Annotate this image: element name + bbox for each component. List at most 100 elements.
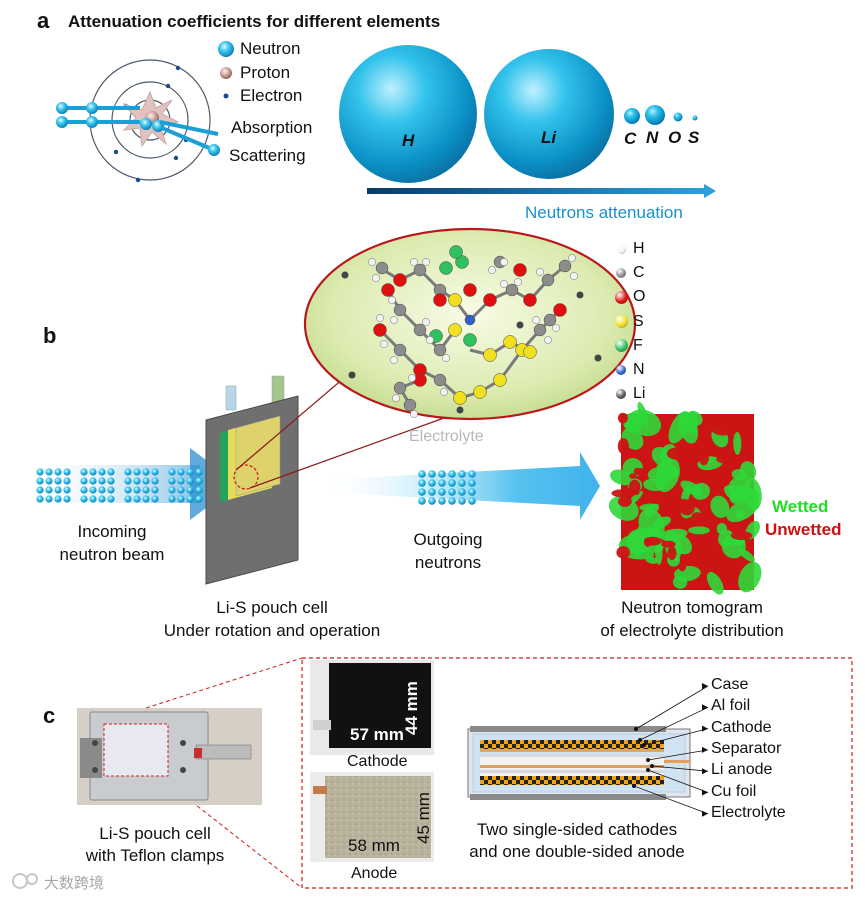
neutron-dot (36, 495, 44, 503)
neutron-dot (418, 488, 426, 496)
neutron-dot (186, 468, 194, 476)
neutron-dot (124, 486, 132, 494)
electrolyte-label: Electrolyte (409, 428, 484, 445)
neutron-dot (98, 486, 106, 494)
neutron-dot (107, 468, 115, 476)
neutron-dot (448, 479, 456, 487)
neutron-dot (107, 495, 115, 503)
n-sphere (645, 105, 665, 125)
layer-leader-lines (632, 683, 709, 817)
neutron-dot (448, 497, 456, 505)
attenuation-label: Neutrons attenuation (525, 203, 683, 222)
neutron-legend-icon (218, 41, 234, 57)
atom-diagram (56, 59, 220, 183)
panel-b-letter: b (43, 323, 57, 348)
neutron-dot (45, 477, 53, 485)
legend-ball-c (616, 268, 626, 279)
neutron-dot (142, 477, 150, 485)
tomogram-label-line2: of electrolyte distribution (600, 621, 784, 640)
cathode-width-label: 57 mm (350, 725, 404, 744)
cathode-height-label: 44 mm (402, 681, 421, 735)
structure-caption-line2: and one double-sided anode (469, 842, 685, 861)
anode-width-label: 58 mm (348, 836, 400, 855)
structure-caption-line1: Two single-sided cathodes (476, 820, 678, 839)
legend-label-li: Li (633, 385, 646, 403)
anode-label: Anode (351, 865, 398, 882)
neutron-dot (45, 495, 53, 503)
outgoing-label: Outgoing neutrons (413, 530, 483, 572)
neutron-dot (124, 468, 132, 476)
wetted-label: Wetted (772, 497, 829, 516)
neutron-dot (195, 495, 203, 503)
neutron-dot (133, 468, 141, 476)
panel-a-title: Attenuation coefficients for different e… (68, 12, 441, 31)
neutron-dot (142, 495, 150, 503)
neutron-dot (195, 477, 203, 485)
neutron-dot (151, 495, 159, 503)
layer-label-electrolyte: Electrolyte (711, 803, 786, 821)
legend-label-s: S (633, 312, 644, 330)
legend-label-o: O (633, 288, 646, 306)
neutron-dot (63, 468, 71, 476)
neutron-dot (177, 486, 185, 494)
neutron-dot (54, 486, 62, 494)
neutron-dot (418, 497, 426, 505)
s-sphere (692, 115, 698, 121)
pouch-cell-photo (77, 708, 262, 805)
legend-ball-li (616, 389, 626, 400)
scattering-label: Scattering (229, 146, 306, 165)
element-s-label: S (688, 128, 700, 147)
neutron-dot (98, 495, 106, 503)
o-sphere (673, 112, 683, 122)
neutron-dot (168, 468, 176, 476)
neutron-dot (45, 468, 53, 476)
neutron-dot (458, 470, 466, 478)
element-n-label: N (646, 128, 659, 147)
cathode-photo (310, 660, 434, 755)
neutron-dot (98, 468, 106, 476)
neutron-dot (195, 486, 203, 494)
neutron-dot (177, 468, 185, 476)
absorption-label: Absorption (231, 118, 313, 137)
neutron-dot (80, 477, 88, 485)
neutron-dot (168, 495, 176, 503)
anode-height-label: 45 mm (414, 792, 433, 844)
layer-label-al-foil: Al foil (711, 697, 751, 715)
neutron-dot (45, 486, 53, 494)
neutron-dot (124, 495, 132, 503)
neutron-dot (418, 470, 426, 478)
legend-ball-o (614, 290, 628, 304)
neutron-dot (54, 477, 62, 485)
neutron-dot (133, 477, 141, 485)
neutron-dot (186, 486, 194, 494)
cell-structure (467, 726, 691, 800)
neutron-dot (428, 497, 436, 505)
unwetted-label: Unwetted (765, 520, 842, 539)
neutron-dot (468, 497, 476, 505)
legend-ball-f (614, 339, 628, 353)
neutron-dot (107, 477, 115, 485)
element-li-label: Li (541, 128, 557, 147)
neutron-dot (195, 468, 203, 476)
legend-ball-n (616, 365, 626, 375)
layer-label-cathode: Cathode (711, 718, 772, 736)
proton-legend-icon (220, 67, 232, 79)
tomogram-label-line1: Neutron tomogram (621, 598, 763, 617)
neutron-dot (438, 470, 446, 478)
neutron-dot (63, 495, 71, 503)
neutron-dot (124, 477, 132, 485)
electron-legend-icon (223, 93, 229, 99)
neutron-dot (98, 477, 106, 485)
legend-ball-h (616, 244, 626, 254)
cathode-label: Cathode (347, 753, 408, 770)
element-h-label: H (402, 131, 415, 150)
legend-neutron: Neutron (240, 39, 301, 58)
neutron-dot (448, 470, 456, 478)
neutron-dot (36, 468, 44, 476)
neutron-dot (142, 468, 150, 476)
neutron-dot (151, 486, 159, 494)
neutron-dot (418, 479, 426, 487)
outgoing-neutrons (418, 470, 476, 505)
neutron-dot (36, 477, 44, 485)
